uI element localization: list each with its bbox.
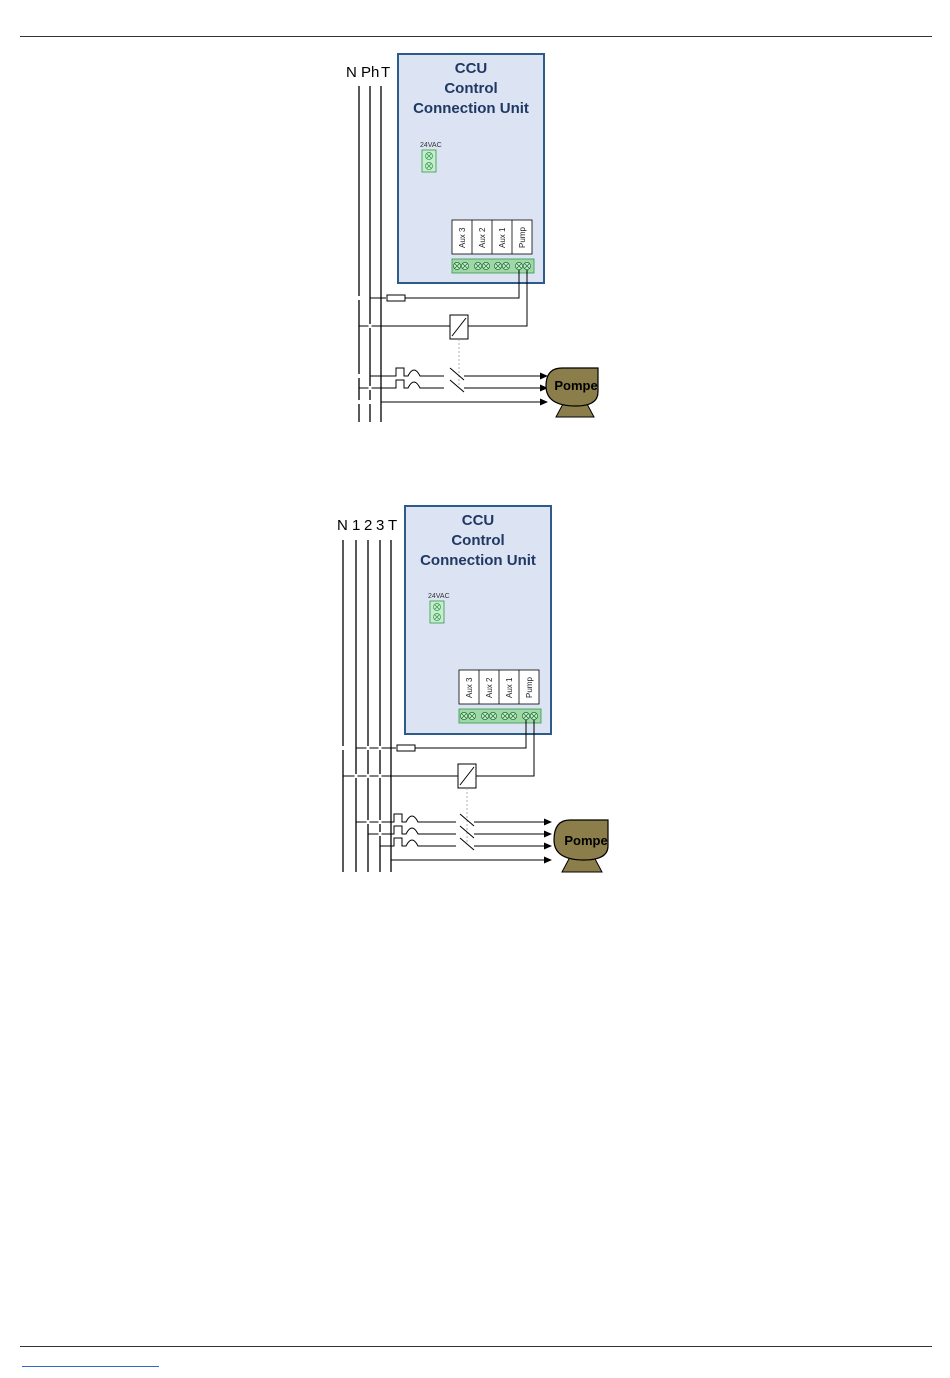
- footer-rule: [20, 1346, 932, 1347]
- contact-icon-3: [460, 838, 474, 850]
- supply-label: 24VAC: [420, 142, 442, 149]
- power-wiring: [359, 368, 542, 402]
- ccu-title-line-2: Control: [444, 80, 497, 97]
- fuse-icon: [397, 745, 415, 751]
- contact-icon-2: [450, 380, 464, 392]
- supply-terminal: [422, 150, 436, 172]
- terminal-block: Aux 3 Aux 2 Aux 1 Pump: [459, 670, 539, 704]
- header-rule: [20, 36, 932, 37]
- terminal-label-pump: Pump: [525, 677, 534, 698]
- supply-terminal: [430, 601, 444, 623]
- terminal-label-pump: Pump: [518, 227, 527, 248]
- bus-label-2: 2: [364, 517, 372, 534]
- bus-label-n: N: [346, 64, 357, 81]
- ccu-title-line-3: Connection Unit: [420, 552, 536, 569]
- ccu-title-line-1: CCU: [462, 512, 495, 529]
- terminal-label-aux1: Aux 1: [498, 227, 507, 248]
- ccu-title-line-2: Control: [451, 532, 504, 549]
- pump-label: Pompe: [564, 833, 607, 848]
- contact-icon-1: [450, 368, 464, 380]
- arrow-heads: [544, 819, 552, 864]
- terminal-block: Aux 3 Aux 2 Aux 1 Pump: [452, 220, 532, 254]
- pump-label: Pompe: [554, 378, 597, 393]
- supply-label: 24VAC: [428, 593, 450, 600]
- wiring-diagram-single-phase: N Ph T CCU Control Connection Unit 24VAC…: [330, 50, 620, 430]
- bus-label-n: N: [337, 517, 348, 534]
- bus-label-1: 1: [352, 517, 360, 534]
- bus-label-t: T: [381, 64, 390, 81]
- terminal-label-aux2: Aux 2: [485, 677, 494, 698]
- terminal-label-aux3: Aux 3: [465, 677, 474, 698]
- wiring-diagram-three-phase: N 1 2 3 T CCU Control Connection Unit 24…: [330, 502, 630, 882]
- bus-label-3: 3: [376, 517, 384, 534]
- bus-label-t: T: [388, 517, 397, 534]
- footer-link-underline[interactable]: [22, 1366, 159, 1367]
- bus-lines: [359, 86, 381, 422]
- fuse-icon: [387, 295, 405, 301]
- ccu-title-line-3: Connection Unit: [413, 100, 529, 117]
- ccu-title-line-1: CCU: [455, 60, 488, 77]
- breaker-icon-1: [356, 814, 456, 822]
- bus-label-ph: Ph: [361, 64, 379, 81]
- breaker-icon-2: [359, 380, 444, 388]
- power-wiring: [356, 814, 546, 860]
- terminal-label-aux1: Aux 1: [505, 677, 514, 698]
- terminal-label-aux2: Aux 2: [478, 227, 487, 248]
- terminal-label-aux3: Aux 3: [458, 227, 467, 248]
